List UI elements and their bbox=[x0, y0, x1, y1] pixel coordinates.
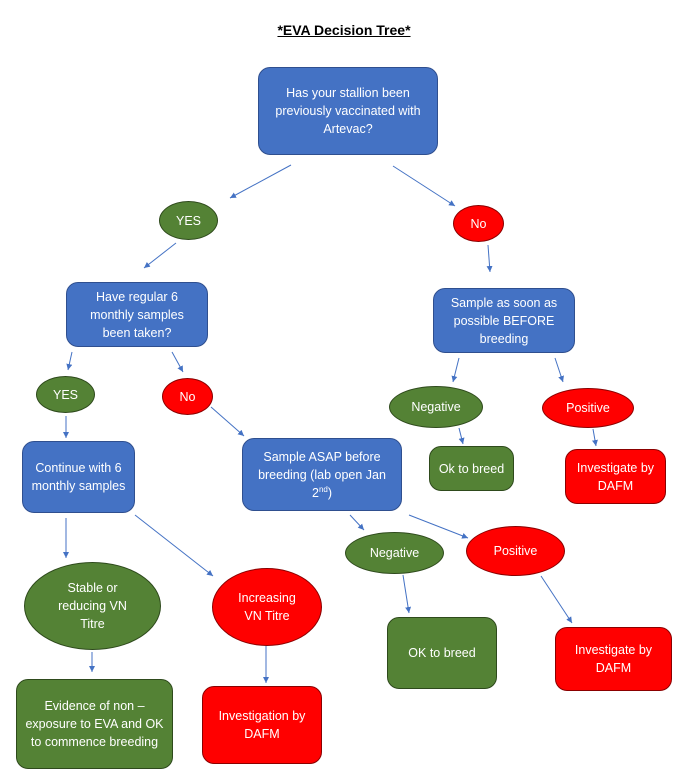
arrow-continue-increasing bbox=[134, 514, 214, 577]
question-regular-samples: Have regular 6 monthly samples been take… bbox=[66, 282, 208, 347]
arrow-asap-pos bbox=[408, 514, 469, 539]
investigate-dafm-box-2: Investigate by DAFM bbox=[555, 627, 672, 691]
arrow-no1-sample bbox=[486, 244, 493, 273]
no-node-1-label: No bbox=[470, 216, 487, 231]
arrow-sample-pos bbox=[554, 357, 564, 383]
investigate-dafm-2-label: Investigate by DAFM bbox=[574, 643, 653, 675]
arrow-asap-neg bbox=[349, 514, 365, 531]
ok-to-breed-box-1: Ok to breed bbox=[429, 446, 514, 491]
sample-asap-box: Sample ASAP before breeding (lab open Ja… bbox=[242, 438, 402, 511]
arrow-pos1-inv bbox=[592, 428, 598, 447]
yes-node-2: YES bbox=[36, 376, 95, 413]
negative-node-2-label: Negative bbox=[369, 546, 420, 560]
continue-6-monthly-label: Continue with 6 monthly samples bbox=[31, 461, 126, 493]
negative-node-2: Negative bbox=[345, 532, 444, 574]
arrow-q2-no bbox=[171, 351, 184, 373]
negative-node-1: Negative bbox=[389, 386, 483, 428]
arrow-neg2-ok bbox=[402, 574, 412, 614]
diagram-title: *EVA Decision Tree* bbox=[277, 22, 411, 38]
question-previously-vaccinated: Has your stallion been previously vaccin… bbox=[258, 67, 438, 155]
arrow-q1-no bbox=[392, 165, 456, 207]
stable-titre-node: Stable or reducing VN Titre bbox=[24, 562, 161, 650]
ok-to-breed-2-label: OK to breed bbox=[408, 646, 476, 660]
continue-6-monthly-box: Continue with 6 monthly samples bbox=[22, 441, 135, 513]
ok-to-breed-box-2: OK to breed bbox=[387, 617, 497, 689]
no-node-2-label: No bbox=[179, 389, 196, 404]
sample-asap-label: Sample ASAP before breeding (lab open Ja… bbox=[258, 449, 386, 500]
arrow-sample-neg bbox=[451, 357, 460, 383]
arrow-pos2-inv bbox=[540, 575, 573, 624]
yes-node-1: YES bbox=[159, 201, 218, 240]
evidence-non-exposure-box: Evidence of non – exposure to EVA and OK… bbox=[16, 679, 173, 769]
positive-node-2: Positive bbox=[466, 526, 565, 576]
ok-to-breed-1-label: Ok to breed bbox=[438, 461, 505, 476]
evidence-non-exposure-label: Evidence of non – exposure to EVA and OK… bbox=[25, 699, 164, 749]
no-node-2: No bbox=[162, 378, 213, 415]
investigate-dafm-1-label: Investigate by DAFM bbox=[576, 460, 655, 493]
arrow-yes1-q2 bbox=[143, 242, 177, 269]
arrow-q2-yes bbox=[66, 351, 73, 371]
sample-before-breeding-box: Sample as soon as possible BEFORE breedi… bbox=[433, 288, 575, 353]
positive-node-2-label: Positive bbox=[493, 544, 538, 558]
yes-node-1-label: YES bbox=[175, 213, 201, 228]
yes-node-2-label: YES bbox=[52, 387, 78, 402]
sample-before-breeding-label: Sample as soon as possible BEFORE breedi… bbox=[450, 295, 558, 346]
stable-titre-label: Stable or reducing VN Titre bbox=[58, 581, 127, 631]
arrow-neg1-ok bbox=[458, 427, 465, 445]
question-regular-samples-label: Have regular 6 monthly samples been take… bbox=[90, 289, 184, 340]
investigation-dafm-label: Investigation by DAFM bbox=[218, 709, 306, 741]
investigate-dafm-box-1: Investigate by DAFM bbox=[565, 449, 666, 504]
negative-node-1-label: Negative bbox=[411, 400, 461, 414]
increasing-titre-label: Increasing VN Titre bbox=[238, 591, 296, 623]
positive-node-1: Positive bbox=[542, 388, 634, 428]
increasing-titre-node: Increasing VN Titre bbox=[212, 568, 322, 646]
positive-node-1-label: Positive bbox=[566, 401, 610, 415]
arrow-no2-asap bbox=[210, 406, 245, 437]
investigation-dafm-box: Investigation by DAFM bbox=[202, 686, 322, 764]
arrow-q1-yes bbox=[229, 164, 292, 199]
no-node-1: No bbox=[453, 205, 504, 242]
question-previously-vaccinated-label: Has your stallion been previously vaccin… bbox=[275, 86, 421, 136]
